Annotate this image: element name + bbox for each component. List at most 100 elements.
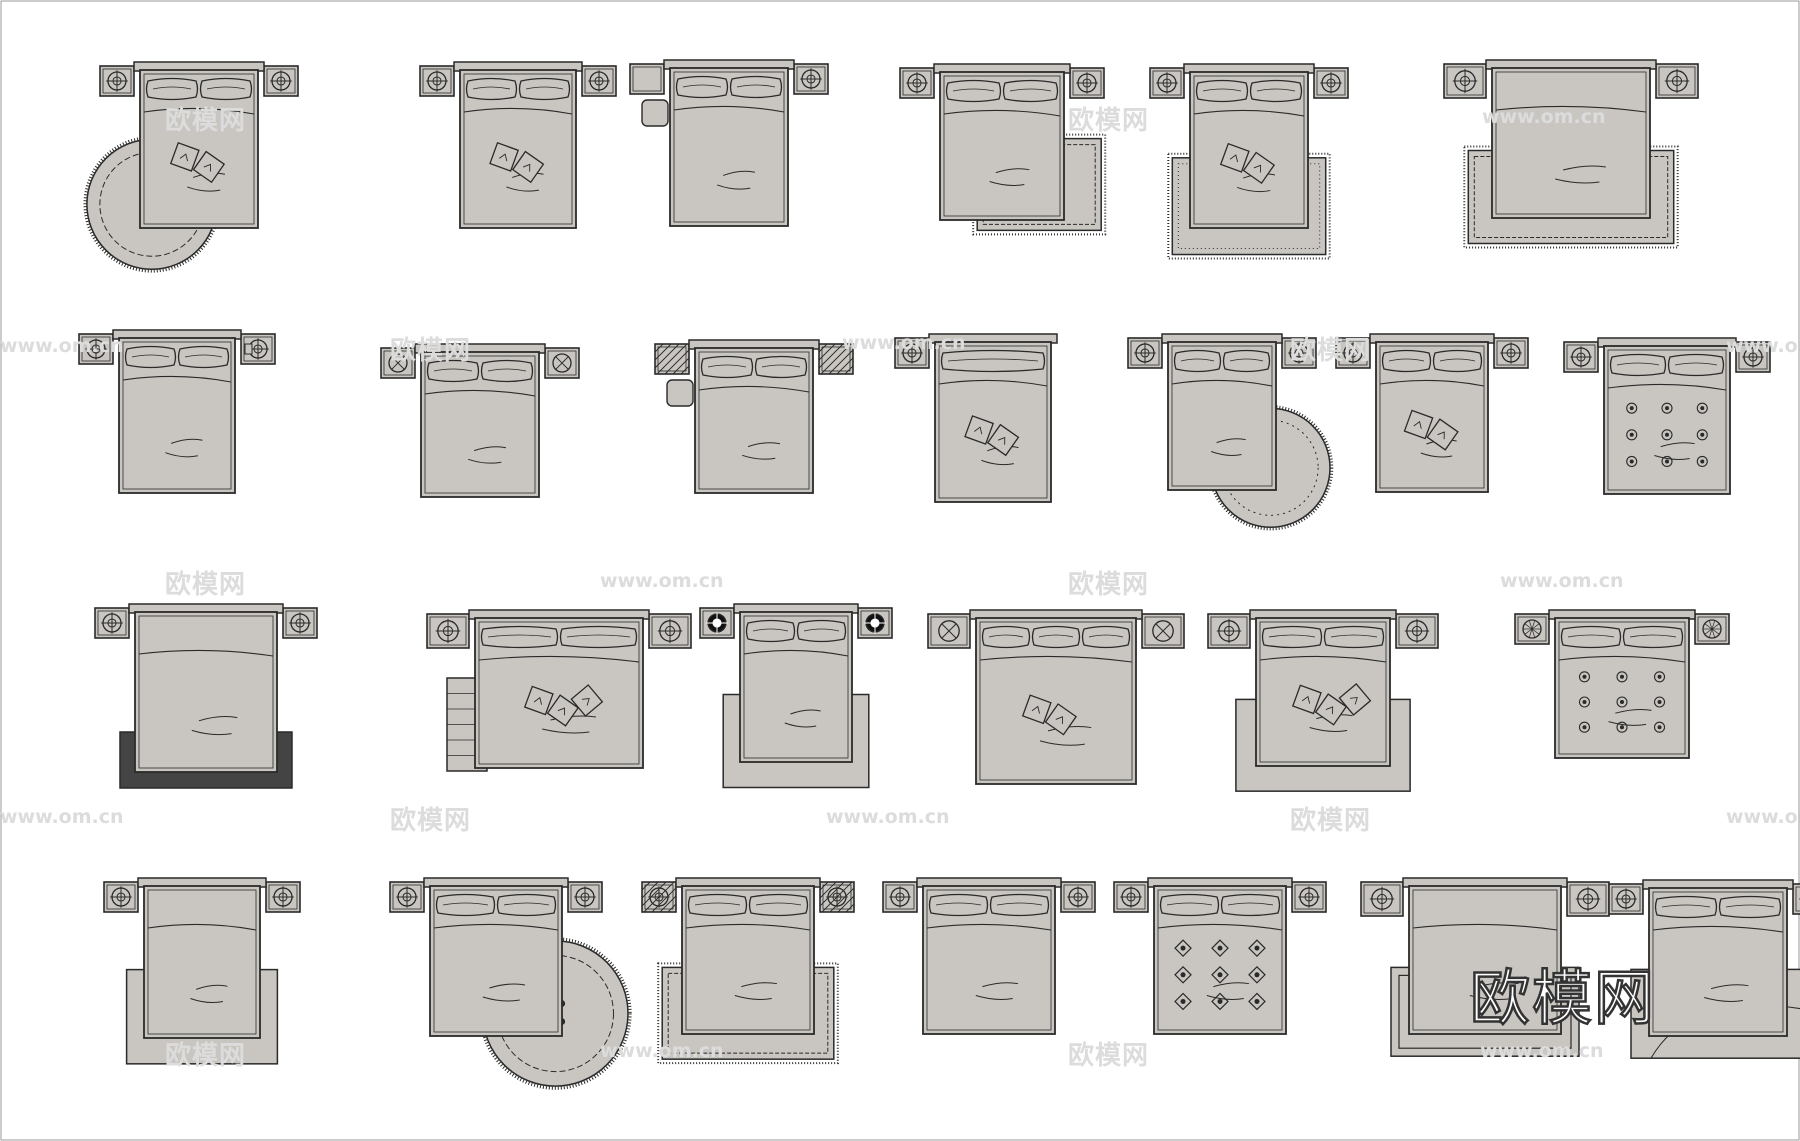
- duvet-crease: [482, 996, 520, 1002]
- nightstand: [265, 881, 301, 913]
- duvet-crease: [1555, 178, 1600, 184]
- lamp-icon: [938, 620, 960, 642]
- nightstand: [94, 607, 130, 639]
- mattress: [926, 889, 1052, 1031]
- nightstand: [648, 613, 692, 649]
- pillow: [1031, 625, 1081, 649]
- duvet-crease: [1704, 997, 1743, 1002]
- duvet-fold: [943, 109, 1061, 117]
- nightstand: [99, 65, 135, 97]
- pillow: [729, 75, 783, 99]
- duvet-crease: [1615, 708, 1652, 714]
- bed-unit: [380, 343, 580, 498]
- pillow: [748, 893, 809, 917]
- bed-unit: [1514, 609, 1730, 759]
- duvet-crease: [1608, 721, 1647, 726]
- duvet-crease: [981, 459, 1014, 466]
- lamp-icon: [1742, 346, 1764, 368]
- duvet-crease: [489, 983, 526, 989]
- nightstand: [699, 607, 735, 639]
- bed-unit: [1360, 877, 1610, 1057]
- nightstand: [1514, 613, 1550, 645]
- mattress: [122, 341, 232, 490]
- pillow: [480, 625, 559, 649]
- lamp-icon: [657, 618, 683, 644]
- lamp-icon: [1120, 886, 1142, 908]
- bed-unit: [1127, 333, 1334, 531]
- bed-frame: [1408, 885, 1562, 1035]
- bed-unit: [78, 329, 276, 494]
- mattress: [1495, 71, 1647, 215]
- nightstand: [899, 67, 935, 99]
- duvet-crease: [734, 995, 772, 1000]
- pillow: [687, 893, 748, 917]
- nightstand: [1113, 881, 1149, 913]
- duvet-fold: [463, 107, 573, 115]
- bed-unit: [419, 61, 617, 229]
- cushion: [169, 141, 200, 172]
- duvet-crease: [747, 442, 781, 448]
- mattress: [1607, 349, 1727, 491]
- lamp-icon: [1664, 68, 1690, 94]
- nightstand: [1207, 613, 1251, 649]
- bed-unit: [1207, 609, 1439, 792]
- cushion: [546, 694, 580, 727]
- lamp-icon: [272, 886, 294, 908]
- pillow: [945, 79, 1002, 103]
- lamp-icon: [864, 612, 886, 634]
- bed-unit: [1149, 63, 1349, 260]
- nightstand: [240, 333, 276, 365]
- mattress: [1379, 345, 1485, 489]
- bed-unit: [927, 609, 1185, 785]
- nightstand: [894, 337, 930, 369]
- mattress: [147, 889, 257, 1035]
- pillow: [1654, 895, 1718, 919]
- nightstand: [419, 65, 455, 97]
- mattress: [1259, 621, 1387, 763]
- nightstand: [1694, 613, 1730, 645]
- mattress: [424, 355, 536, 494]
- lamp-icon: [85, 338, 107, 360]
- pillow: [1667, 353, 1725, 377]
- pillow: [465, 77, 518, 101]
- nightstand: [1395, 613, 1439, 649]
- duvet-fold: [1558, 655, 1686, 663]
- bed-frame: [1491, 67, 1651, 219]
- phone-icon: [244, 343, 253, 355]
- pillow: [1323, 625, 1385, 649]
- lamp-icon: [435, 618, 461, 644]
- duvet-crease: [191, 729, 232, 736]
- duvet-crease: [995, 168, 1030, 174]
- bed-unit: [699, 603, 893, 789]
- lamp-icon: [889, 886, 911, 908]
- bed-unit: [426, 609, 692, 772]
- cushion: [1242, 151, 1276, 185]
- nightstand: [818, 343, 854, 375]
- lamp-icon: [1076, 72, 1098, 94]
- mattress: [463, 73, 573, 225]
- lamp-icon: [906, 72, 928, 94]
- duvet-crease: [790, 709, 821, 715]
- bed-unit: [641, 877, 855, 1065]
- nightstand: [1313, 67, 1349, 99]
- mattress: [673, 71, 785, 223]
- duvet-crease: [198, 716, 238, 722]
- duvet-fold: [698, 385, 810, 393]
- duvet-crease: [1477, 982, 1519, 988]
- nightstand: [793, 63, 829, 95]
- pillow: [1560, 625, 1622, 649]
- nightstand: [426, 613, 470, 649]
- nightstand: [1655, 63, 1699, 99]
- lamp-icon: [1522, 619, 1542, 639]
- nightstand: [263, 65, 299, 97]
- pillow: [199, 77, 253, 101]
- lamp-icon: [1452, 68, 1478, 94]
- duvet-crease: [722, 170, 756, 176]
- mattress: [433, 889, 559, 1033]
- pillow: [426, 359, 480, 383]
- pillow: [989, 893, 1050, 917]
- pillow: [1002, 79, 1059, 103]
- lamp-icon: [426, 70, 448, 92]
- nightstand: [629, 63, 669, 127]
- pillow: [1622, 625, 1684, 649]
